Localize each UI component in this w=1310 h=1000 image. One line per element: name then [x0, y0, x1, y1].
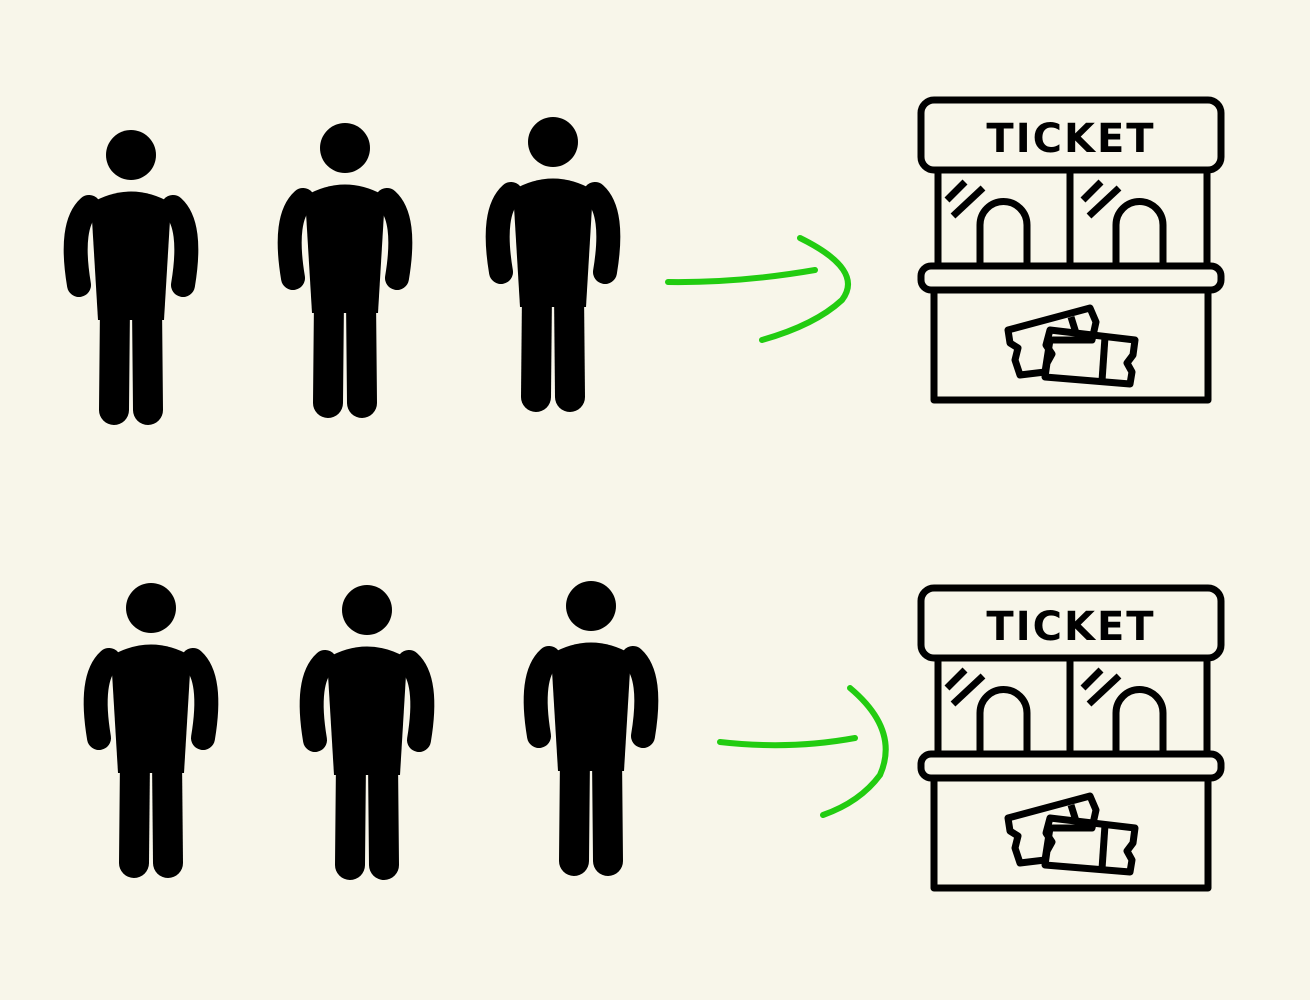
person-icon — [76, 130, 187, 410]
ticket-booth-icon: TICKET — [921, 588, 1221, 888]
person-icon — [536, 581, 647, 861]
booth-label: TICKET — [986, 116, 1155, 162]
booth-label: TICKET — [986, 604, 1155, 650]
ticket-booth-icon: TICKET — [921, 100, 1221, 400]
curved-arrow-right-icon — [717, 685, 889, 818]
person-icon — [290, 123, 401, 403]
queue-row-1: TICKET — [76, 100, 1221, 410]
person-icon — [312, 585, 423, 865]
queue-row-2: TICKET — [96, 581, 1221, 888]
curved-arrow-right-icon — [665, 235, 851, 343]
person-icon — [498, 117, 609, 397]
person-icon — [96, 583, 207, 863]
